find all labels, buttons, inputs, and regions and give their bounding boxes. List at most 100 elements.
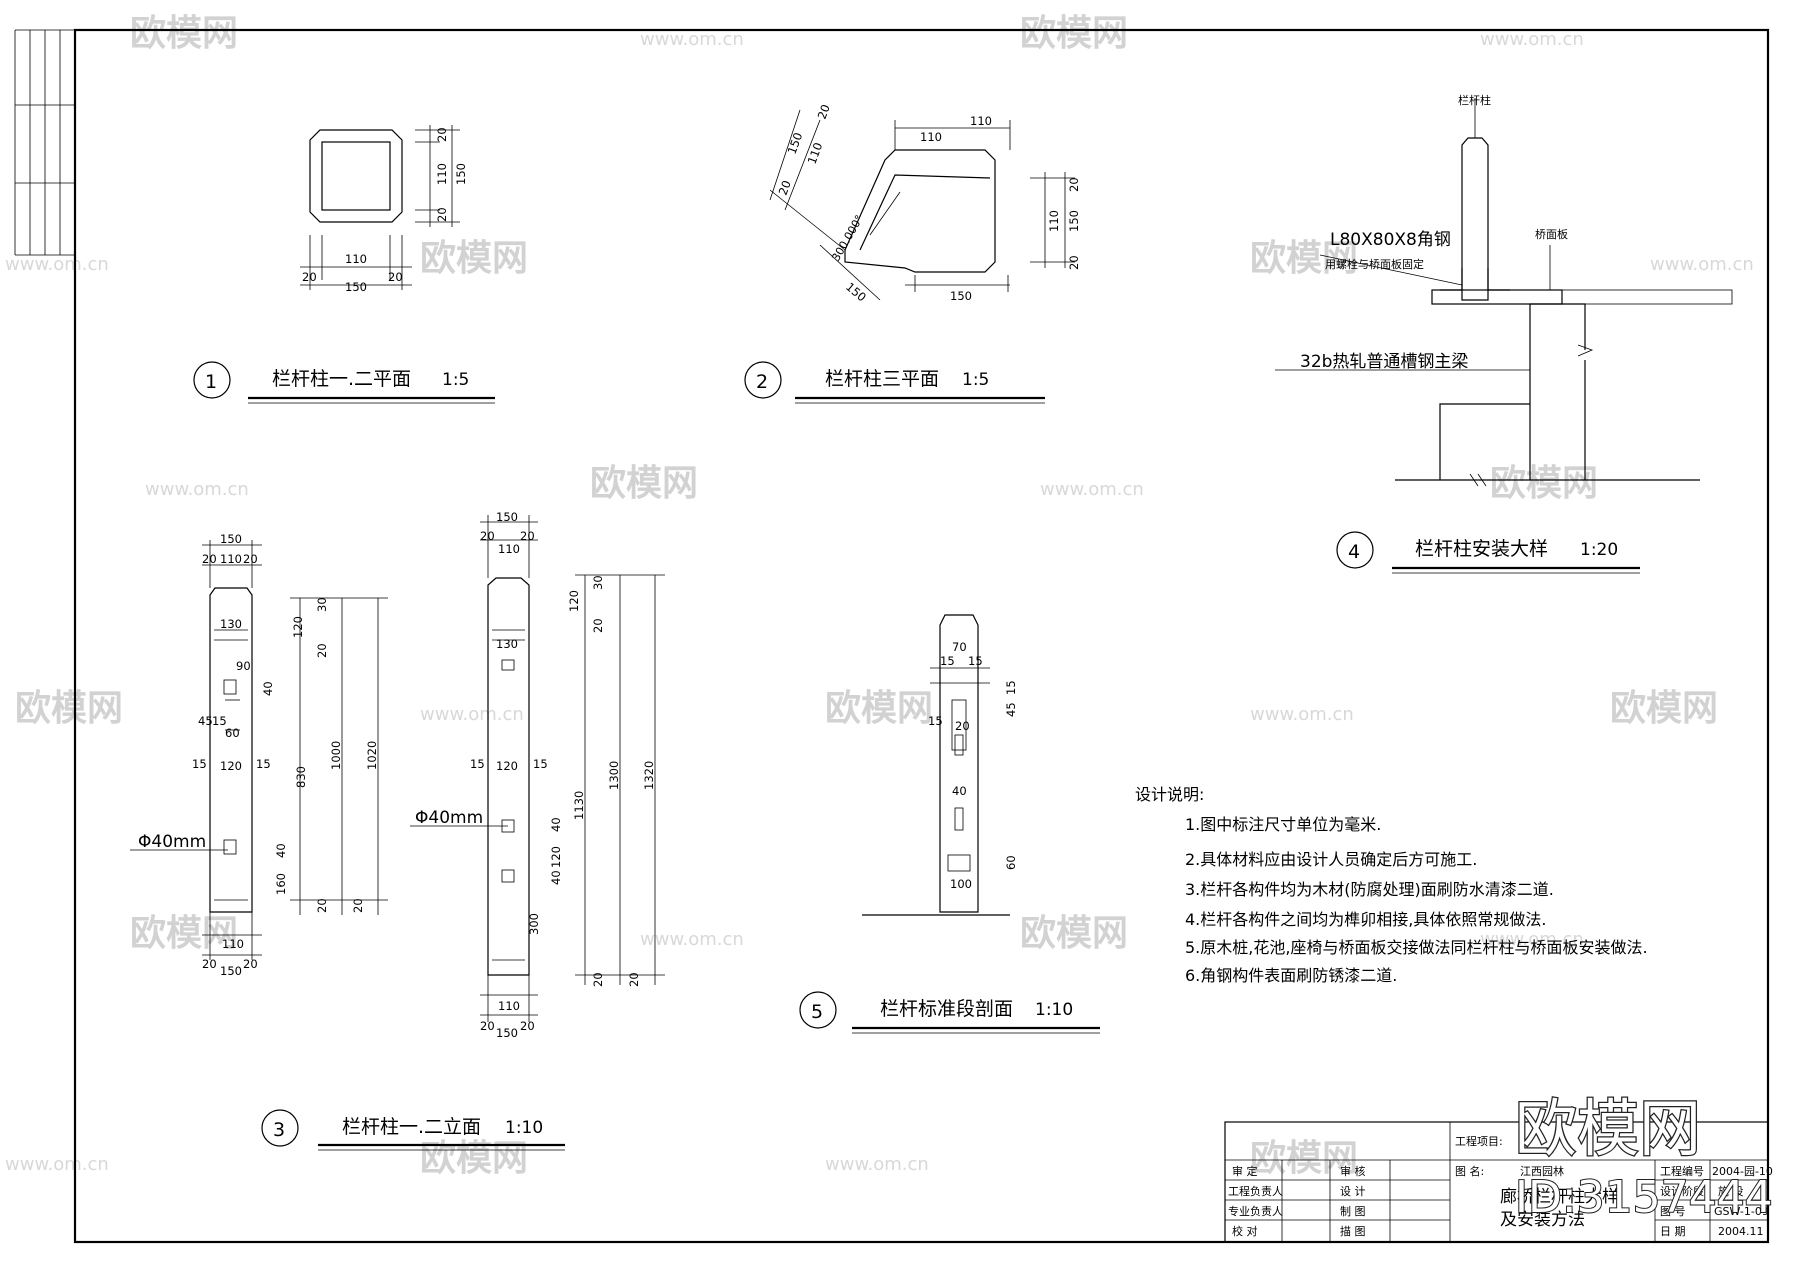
- v3l-dim-6: 40: [261, 681, 275, 696]
- view-title-2: 2 栏杆柱三平面 1:5: [744, 361, 1045, 404]
- tb-drawing-name-1: 廊桥栏杆柱大样: [1500, 1187, 1619, 1207]
- v3l-v-6: 20: [315, 898, 329, 913]
- tb-right-4: 日 期: [1660, 1225, 1686, 1238]
- v3l-dim-5: 90: [236, 659, 251, 673]
- design-notes: 设计说明: 1.图中标注尺寸单位为毫米. 2.具体材料应由设计人员确定后方可施工…: [1135, 785, 1648, 985]
- v1-dim-b2: 20: [302, 270, 317, 284]
- v3r-v-7: 20: [627, 972, 641, 987]
- view-1-title: 栏杆柱一.二平面: [272, 368, 411, 390]
- note-4: 4.栏杆各构件之间均为榫卯相接,具体依照常规做法.: [1185, 910, 1546, 929]
- v2-angle: 300.000°: [829, 213, 866, 264]
- view-title-1: 1 栏杆柱一.二平面 1:5: [193, 361, 495, 404]
- note-6: 6.角钢构件表面刷防锈漆二道.: [1185, 966, 1397, 985]
- watermark-layer: 欧模网欧模网欧模网欧模网欧模网欧模网欧模网欧模网欧模网欧模网欧模网欧模网欧模网w…: [5, 13, 1754, 1179]
- watermark-url-0: www.om.cn: [640, 29, 744, 50]
- view-3-title: 栏杆柱一.二立面: [342, 1116, 481, 1138]
- watermark-url-1: www.om.cn: [1480, 29, 1584, 50]
- sheet-frame: [14, 28, 1770, 1244]
- v2-dim-r3: 150: [1067, 210, 1081, 232]
- v4-beam-label: 32b热轧普通槽钢主梁: [1300, 352, 1468, 372]
- v3l-dim-17: 150: [220, 964, 242, 978]
- watermark-brand-4: 欧模网: [590, 463, 698, 504]
- v3r-v-4: 1300: [607, 761, 621, 790]
- note-2: 2.具体材料应由设计人员确定后方可施工.: [1185, 850, 1477, 869]
- v4-deck-label: 桥面板: [1535, 227, 1568, 241]
- watermark-url-2: www.om.cn: [5, 254, 109, 275]
- v3r-v-5: 1320: [642, 761, 656, 790]
- stamp-brand: 欧模网: [1515, 1092, 1701, 1165]
- v3l-dim-12: 15: [256, 757, 271, 771]
- v3r-dim-6: 120: [496, 759, 518, 773]
- v5-dim-7: 40: [952, 784, 967, 798]
- v3l-v-3: 830: [294, 766, 308, 788]
- v3l-dim-8: 60: [225, 726, 240, 740]
- v3r-note: Φ40mm: [415, 808, 483, 828]
- view-1-scale: 1:5: [442, 370, 469, 390]
- watermark-brand-7: 欧模网: [825, 688, 933, 729]
- tb-right-2: 设计阶段: [1660, 1184, 1704, 1198]
- v3l-v-1: 120: [291, 616, 305, 638]
- tb-val-4: 2004.11: [1718, 1225, 1764, 1238]
- v3r-dim-7: 15: [533, 757, 548, 771]
- v3l-dim-10: 15: [192, 757, 207, 771]
- v3r-dim-14: 150: [496, 1026, 518, 1040]
- v5-dim-5: 15: [928, 714, 943, 728]
- v3l-dim-16: 20: [202, 957, 217, 971]
- watermark-brand-10: 欧模网: [1020, 913, 1128, 954]
- tb-mid-1: 审 核: [1340, 1164, 1366, 1178]
- v3l-dim-15: 110: [222, 937, 244, 951]
- view-4-scale: 1:20: [1580, 540, 1618, 560]
- tb-row-4: 校 对: [1232, 1224, 1258, 1238]
- v3r-v-1: 120: [567, 590, 581, 612]
- stamp-id: ID:3157444: [1515, 1172, 1773, 1223]
- v3r-dim-0: 150: [496, 510, 518, 524]
- v3r-dim-2: 110: [498, 542, 520, 556]
- view-3-post-elevations: 150 20 110 20 130 90 40 15 60 45 15 120 …: [130, 510, 665, 1040]
- watermark-url-9: www.om.cn: [1480, 929, 1584, 950]
- v3r-dim-11: 300: [527, 913, 541, 935]
- tb-mid-3: 制 图: [1340, 1205, 1366, 1218]
- v3r-dim-4: 130: [496, 637, 518, 651]
- view-2-title: 栏杆柱三平面: [825, 368, 939, 390]
- tb-row-3: 专业负责人: [1228, 1204, 1283, 1218]
- tb-mid-4: 描 图: [1340, 1224, 1366, 1238]
- v2-dim-l2: 110: [805, 141, 826, 166]
- tb-right-3: 图 号: [1660, 1205, 1686, 1218]
- v3r-v-0: 30: [591, 575, 605, 590]
- view-2-corner-post-plan: 110 110 150 110 20 20 20 110 150 20 150 …: [769, 102, 1081, 305]
- tb-row-1: 审 定: [1232, 1164, 1258, 1178]
- watermark-url-5: www.om.cn: [1040, 479, 1144, 500]
- watermark-brand-3: 欧模网: [1250, 238, 1358, 279]
- v3l-v-7: 20: [351, 898, 365, 913]
- v3r-v-6: 20: [591, 972, 605, 987]
- view-3-scale: 1:10: [505, 1118, 543, 1138]
- brand-stamp: 欧模网 ID:3157444: [1514, 1091, 1774, 1224]
- watermark-brand-6: 欧模网: [15, 688, 123, 729]
- watermark-url-10: www.om.cn: [5, 1154, 109, 1175]
- v3l-v-5: 1020: [365, 741, 379, 770]
- notes-heading: 设计说明:: [1135, 785, 1204, 804]
- v2-dim-l1: 150: [785, 131, 806, 156]
- v3r-dim-5: 15: [470, 757, 485, 771]
- v3r-v-3: 1130: [572, 791, 586, 820]
- v3l-dim-7: 15: [212, 714, 227, 728]
- v1-dim-b4: 20: [388, 270, 403, 284]
- v3l-dim-2: 110: [220, 552, 242, 566]
- view-5-scale: 1:10: [1035, 1000, 1073, 1020]
- v3r-v-2: 20: [591, 618, 605, 633]
- view-4-number: 4: [1348, 541, 1360, 563]
- view-5-title: 栏杆标准段剖面: [880, 998, 1013, 1020]
- v1-dim-r4: 20: [435, 207, 449, 222]
- tb-drawing-name-2: 及安装方法: [1500, 1210, 1585, 1230]
- view-title-3: 3 栏杆柱一.二立面 1:10: [261, 1109, 565, 1151]
- view-2-number: 2: [756, 371, 768, 393]
- view-1-number: 1: [205, 371, 217, 393]
- watermark-url-11: www.om.cn: [825, 1154, 929, 1175]
- watermark-brand-5: 欧模网: [1490, 463, 1598, 504]
- v3r-dim-13: 20: [480, 1019, 495, 1033]
- v1-dim-b3: 150: [345, 280, 367, 294]
- v2-dim-b2: 150: [843, 280, 869, 305]
- view-4-title: 栏杆柱安装大样: [1415, 538, 1548, 560]
- tb-company: 江西园林: [1520, 1164, 1564, 1178]
